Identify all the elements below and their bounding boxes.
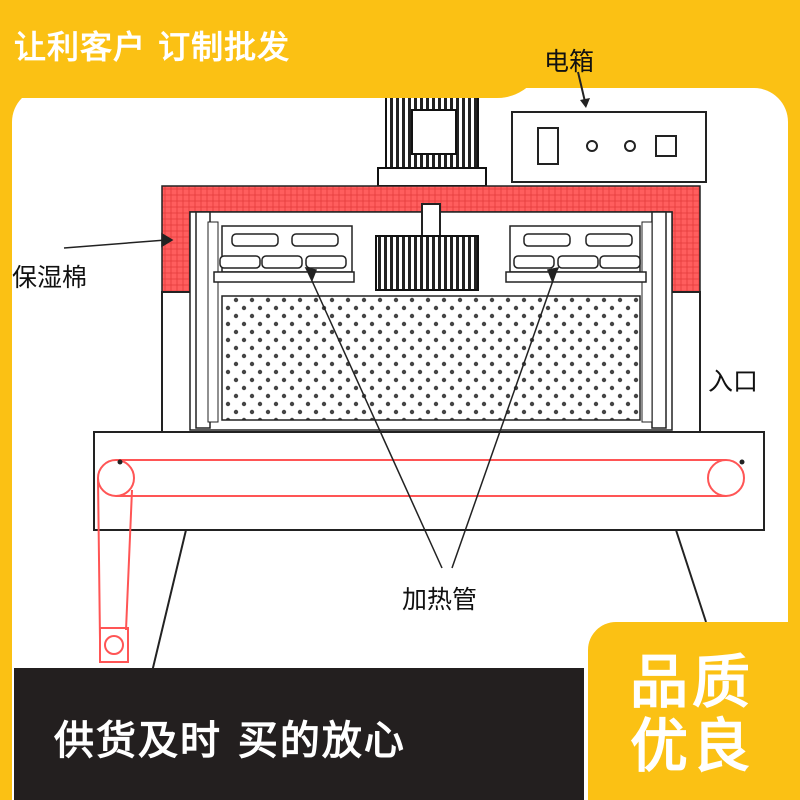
heating-tubes-left [213, 225, 355, 283]
conveyor-belt [97, 459, 745, 663]
entrance-label: 入口 [708, 367, 759, 396]
heating-tube-label: 加热管 [402, 585, 478, 614]
pointer-lines [63, 232, 560, 569]
perforated-plate [221, 295, 641, 421]
heating-tubes-right [505, 225, 647, 283]
quality-badge-text: 品质优良 [629, 648, 754, 780]
insulation-label: 保湿棉 [12, 263, 88, 292]
conveyor-table [93, 431, 765, 531]
quality-badge: 品质优良 [588, 622, 800, 800]
control-box-label: 电箱 [544, 47, 595, 76]
motor [377, 93, 487, 187]
top-banner: 让利客户 订制批发 [0, 0, 545, 98]
bottom-bar: 供货及时 买的放心 [14, 668, 584, 800]
top-banner-text: 让利客户 订制批发 [14, 28, 291, 66]
fan [375, 235, 479, 291]
control-box [511, 111, 707, 183]
bottom-bar-text: 供货及时 买的放心 [54, 718, 406, 764]
